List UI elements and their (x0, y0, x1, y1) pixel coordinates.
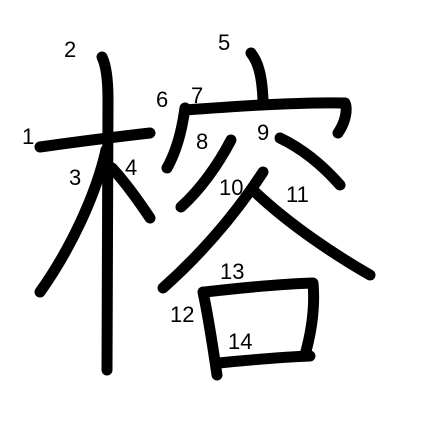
stroke-number-12: 12 (170, 302, 194, 327)
stroke-3 (34, 144, 112, 298)
stroke-8 (175, 134, 237, 213)
stroke-number-8: 8 (196, 129, 208, 154)
stroke-5 (245, 47, 269, 106)
stroke-1 (34, 127, 156, 153)
stroke-14 (212, 350, 316, 369)
stroke-4 (106, 162, 156, 224)
stroke-number-14: 14 (228, 329, 252, 354)
stroke-number-11: 11 (286, 182, 309, 207)
stroke-number-3: 3 (69, 165, 81, 190)
stroke-9 (274, 132, 346, 191)
stroke-number-4: 4 (125, 155, 137, 180)
stroke-number-2: 2 (64, 37, 76, 62)
stroke-number-10: 10 (219, 175, 243, 200)
stroke-7 (179, 97, 352, 139)
stroke-number-7: 7 (191, 83, 203, 108)
stroke-6 (161, 102, 191, 174)
stroke-10 (157, 166, 269, 294)
stroke-number-6: 6 (156, 87, 168, 112)
stroke-number-5: 5 (218, 30, 230, 55)
stroke-number-13: 13 (220, 259, 244, 284)
stroke-number-9: 9 (257, 120, 269, 145)
stroke-13 (199, 277, 320, 361)
stroke-11 (249, 186, 376, 281)
stroke-number-1: 1 (22, 124, 34, 149)
stroke-2 (96, 51, 114, 376)
